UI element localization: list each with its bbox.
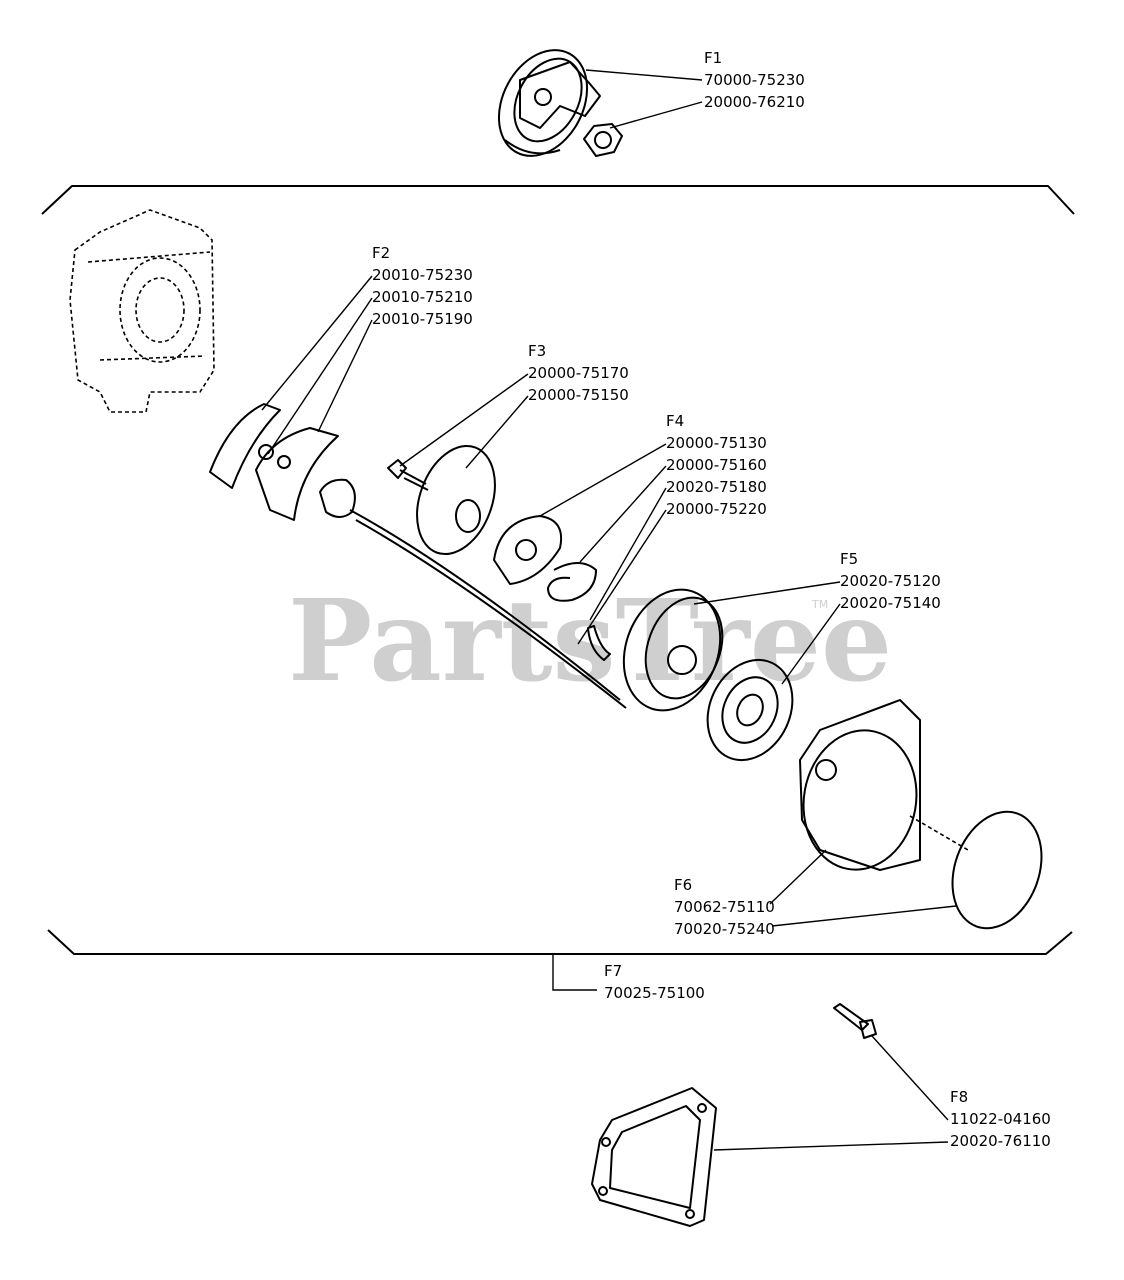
callout-F6: F6 <box>674 876 692 894</box>
callout-F8: F8 <box>950 1088 968 1106</box>
part-number: 20020-75140 <box>840 594 941 612</box>
flange-nut-drawing <box>583 123 623 157</box>
gasket-drawing <box>591 1087 717 1227</box>
starter-handle-drawing <box>497 49 601 157</box>
group-F1-label: F1 70000-75230 20000-76210 <box>704 49 805 111</box>
watermark-trademark: TM <box>811 598 828 611</box>
rope-guide-drawing <box>209 403 356 521</box>
decal-drawing <box>909 810 1043 930</box>
case-bolt-drawing <box>833 1003 877 1039</box>
part-number: 20020-76110 <box>950 1132 1051 1150</box>
assembly-bracket <box>41 185 1075 991</box>
callout-F2: F2 <box>372 244 390 262</box>
part-number: 20010-75210 <box>372 288 473 306</box>
part-number: 20000-75150 <box>528 386 629 404</box>
group-F6-label: F6 70062-75110 70020-75240 <box>674 876 775 938</box>
bolt-drawing <box>387 459 429 491</box>
group-F3-label: F3 20000-75170 20000-75150 <box>528 342 629 404</box>
group-F5-label: F5 20020-75120 20020-75140 <box>840 550 941 612</box>
reel-drawing <box>622 588 724 712</box>
part-number: 20000-75170 <box>528 364 629 382</box>
callout-F1: F1 <box>704 49 722 67</box>
starter-case-drawing <box>799 699 921 871</box>
part-number: 20010-75230 <box>372 266 473 284</box>
ratchet-spring-drawing <box>547 562 597 602</box>
group-F7-label: F7 70025-75100 <box>604 962 705 1002</box>
part-number: 20010-75190 <box>372 310 473 328</box>
part-number: 11022-04160 <box>950 1110 1051 1128</box>
callout-F3: F3 <box>528 342 546 360</box>
group-F8-label: F8 11022-04160 20020-76110 <box>950 1088 1051 1150</box>
part-number: 20000-75160 <box>666 456 767 474</box>
recoil-spring-drawing <box>706 658 794 762</box>
leader-lines <box>261 69 957 1151</box>
pulley-drawing <box>416 444 496 556</box>
part-number: 20000-75220 <box>666 500 767 518</box>
part-number: 20000-75130 <box>666 434 767 452</box>
part-number: 70020-75240 <box>674 920 775 938</box>
part-number: 70062-75110 <box>674 898 775 916</box>
callout-F4: F4 <box>666 412 684 430</box>
part-number: 70025-75100 <box>604 984 705 1002</box>
part-number: 20000-76210 <box>704 93 805 111</box>
part-number: 70000-75230 <box>704 71 805 89</box>
part-number: 20020-75120 <box>840 572 941 590</box>
crankcase-dashed <box>69 209 215 413</box>
clip-drawing <box>587 625 611 661</box>
ratchet-drawing <box>493 515 562 585</box>
callout-F5: F5 <box>840 550 858 568</box>
group-F2-label: F2 20010-75230 20010-75210 20010-75190 <box>372 244 473 328</box>
part-number: 20020-75180 <box>666 478 767 496</box>
group-F4-label: F4 20000-75130 20000-75160 20020-75180 2… <box>666 412 767 518</box>
callout-F7: F7 <box>604 962 622 980</box>
starter-rope-drawing <box>349 509 627 709</box>
